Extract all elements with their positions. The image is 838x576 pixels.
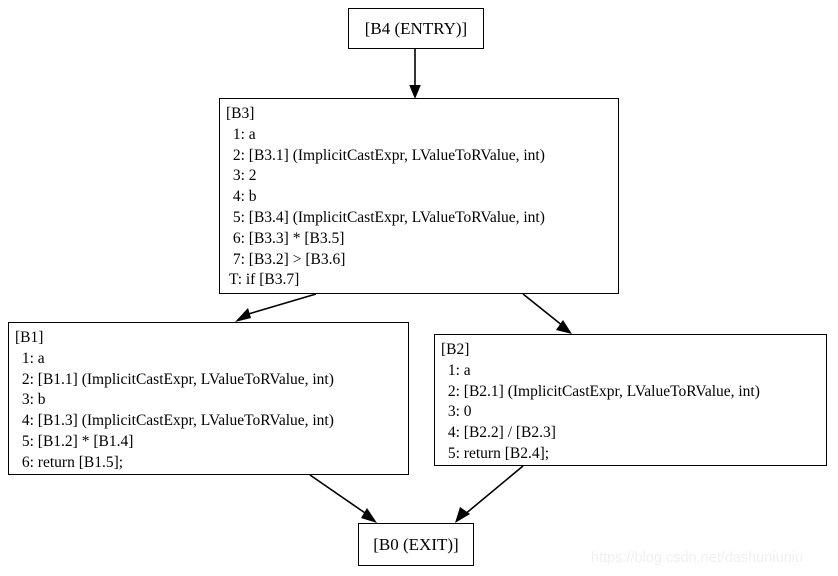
edge-line: [244, 293, 317, 316]
node-b1[interactable]: [B1] 1: a 2: [B1.1] (ImplicitCastExpr, L…: [8, 322, 409, 475]
edge-arrowhead: [455, 507, 470, 523]
statement-line: 4: b: [229, 188, 257, 206]
statement-line: 2: [B3.1] (ImplicitCastExpr, LValueToRVa…: [229, 146, 545, 164]
statement-line: 1: a: [229, 125, 256, 143]
node-b0-label: [B0 (EXIT)]: [373, 534, 459, 554]
statement-line: 4: [B2.2] / [B2.3]: [444, 424, 556, 442]
edge-line: [463, 465, 524, 516]
edge-arrowhead: [409, 85, 421, 99]
edge-line: [309, 474, 369, 516]
node-b3-statements: [B3] 1: a 2: [B3.1] (ImplicitCastExpr, L…: [220, 104, 618, 291]
edge-arrowhead: [556, 320, 572, 334]
edge-b3-to-b2: [522, 293, 572, 334]
statement-line: 5: return [B2.4];: [444, 444, 550, 462]
statement-terminator: T: if [B3.7]: [229, 271, 300, 289]
statement-line: 1: a: [18, 349, 45, 367]
node-b0-exit[interactable]: [B0 (EXIT)]: [358, 523, 474, 566]
edge-b2-to-b0: [455, 465, 524, 523]
node-b2-statements: [B2] 1: a 2: [B2.1] (ImplicitCastExpr, L…: [435, 340, 826, 465]
statement-line: 2: [B1.1] (ImplicitCastExpr, LValueToRVa…: [18, 370, 334, 388]
statement-line: 4: [B1.3] (ImplicitCastExpr, LValueToRVa…: [18, 412, 334, 430]
statement-line: 5: [B3.4] (ImplicitCastExpr, LValueToRVa…: [229, 208, 545, 226]
node-b2-label: [B2]: [441, 341, 470, 358]
statement-line: 7: [B3.2] > [B3.6]: [229, 250, 346, 268]
edge-b1-to-b0: [309, 474, 377, 523]
node-b3[interactable]: [B3] 1: a 2: [B3.1] (ImplicitCastExpr, L…: [219, 98, 619, 294]
node-b4-entry[interactable]: [B4 (ENTRY)]: [348, 8, 484, 49]
node-b1-statements: [B1] 1: a 2: [B1.1] (ImplicitCastExpr, L…: [9, 328, 408, 474]
edge-line: [522, 293, 564, 327]
statement-line: 1: a: [444, 361, 471, 379]
statement-line: 3: 0: [444, 403, 472, 421]
edge-b3-to-b1: [235, 293, 317, 322]
node-b4-label: [B4 (ENTRY)]: [364, 18, 468, 38]
node-b1-label: [B1]: [15, 329, 44, 346]
watermark-text: https://blog.csdn.net/dashuniuniu: [591, 550, 804, 566]
statement-line: 5: [B1.2] * [B1.4]: [18, 432, 134, 450]
node-b2[interactable]: [B2] 1: a 2: [B2.1] (ImplicitCastExpr, L…: [434, 334, 827, 466]
statement-line: 6: return [B1.5];: [18, 453, 124, 471]
statement-line: 3: 2: [229, 167, 257, 185]
statement-line: 2: [B2.1] (ImplicitCastExpr, LValueToRVa…: [444, 382, 760, 400]
edge-arrowhead: [235, 308, 251, 322]
edge-arrowhead: [361, 508, 377, 523]
edge-b4-to-b3: [409, 49, 421, 99]
statement-line: 6: [B3.3] * [B3.5]: [229, 229, 345, 247]
statement-line: 3: b: [18, 391, 46, 409]
node-b3-label: [B3]: [226, 105, 255, 122]
